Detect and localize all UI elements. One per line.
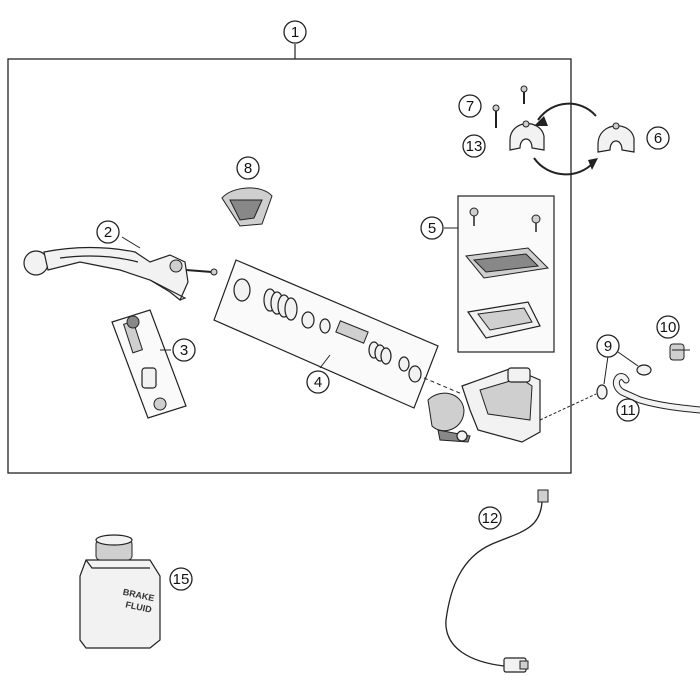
callout-leader-9b xyxy=(617,351,639,367)
callout-number: 4 xyxy=(314,374,322,391)
callout-number: 13 xyxy=(466,138,483,155)
assembly-frame xyxy=(7,58,572,474)
callout-4: 4 xyxy=(306,370,330,394)
swap-arrow-top xyxy=(537,102,597,121)
callout-circle xyxy=(616,398,640,422)
callout-8: 8 xyxy=(236,156,260,180)
callout-12: 12 xyxy=(478,506,502,530)
callout-number: 7 xyxy=(466,98,474,115)
callout-number: 10 xyxy=(660,319,677,336)
callout-11: 11 xyxy=(616,398,640,422)
handlebar-clamp-part xyxy=(509,120,545,151)
hose-connector-line xyxy=(539,393,597,421)
brake-hose-part xyxy=(612,373,700,414)
callout-2: 2 xyxy=(96,220,120,244)
callout-15: 15 xyxy=(169,567,193,591)
callout-circle xyxy=(283,20,307,44)
callout-circle xyxy=(646,126,670,150)
callout-circle xyxy=(478,506,502,530)
seal-ring-part xyxy=(596,364,652,400)
callout-number: 9 xyxy=(604,338,612,355)
swap-arrowhead-bottom xyxy=(588,158,598,170)
callout-leader-9a xyxy=(603,355,609,385)
banjo-bolt-part xyxy=(669,343,690,361)
callout-number: 12 xyxy=(482,510,499,527)
callout-number: 3 xyxy=(180,342,188,359)
callout-10: 10 xyxy=(656,315,680,339)
callout-circle xyxy=(96,220,120,244)
reservoir-cover-part xyxy=(457,195,555,353)
callout-6: 6 xyxy=(646,126,670,150)
callout-number: 2 xyxy=(104,224,112,241)
brake-fluid-bottle-part xyxy=(79,534,161,649)
bolt-kit-part xyxy=(111,309,187,419)
clamp-alternate-part xyxy=(597,122,635,153)
callout-number: 11 xyxy=(620,402,636,419)
callout-circle xyxy=(596,334,620,358)
callout-3: 3 xyxy=(172,338,196,362)
switch-cable-part xyxy=(445,489,549,673)
callout-5: 5 xyxy=(420,216,444,240)
callout-leader-2 xyxy=(121,236,141,249)
lever-boot-part xyxy=(221,187,273,227)
callout-circle xyxy=(169,567,193,591)
callout-number: 8 xyxy=(244,160,252,177)
swap-arrow-bottom xyxy=(533,157,595,176)
swap-arrowhead-top xyxy=(534,116,548,126)
callout-circle xyxy=(458,94,482,118)
callout-7: 7 xyxy=(458,94,482,118)
callout-number: 6 xyxy=(654,130,662,147)
callout-circle xyxy=(236,156,260,180)
hand-lever-part xyxy=(23,246,218,301)
callout-13: 13 xyxy=(462,134,486,158)
callout-number: 5 xyxy=(428,220,436,237)
master-cylinder-part xyxy=(427,367,541,443)
dashed-assembly-line xyxy=(423,377,463,395)
callout-9: 9 xyxy=(596,334,620,358)
callout-leader-4 xyxy=(319,354,331,369)
piston-kit-part xyxy=(213,259,439,409)
clamp-bolts-part xyxy=(492,85,528,128)
callout-circle xyxy=(172,338,196,362)
callout-number: 15 xyxy=(173,571,190,588)
callout-circle xyxy=(462,134,486,158)
callout-number: 1 xyxy=(291,24,299,41)
callout-circle xyxy=(656,315,680,339)
callout-1: 1 xyxy=(283,20,307,44)
callout-circle xyxy=(306,370,330,394)
callout-circle xyxy=(420,216,444,240)
